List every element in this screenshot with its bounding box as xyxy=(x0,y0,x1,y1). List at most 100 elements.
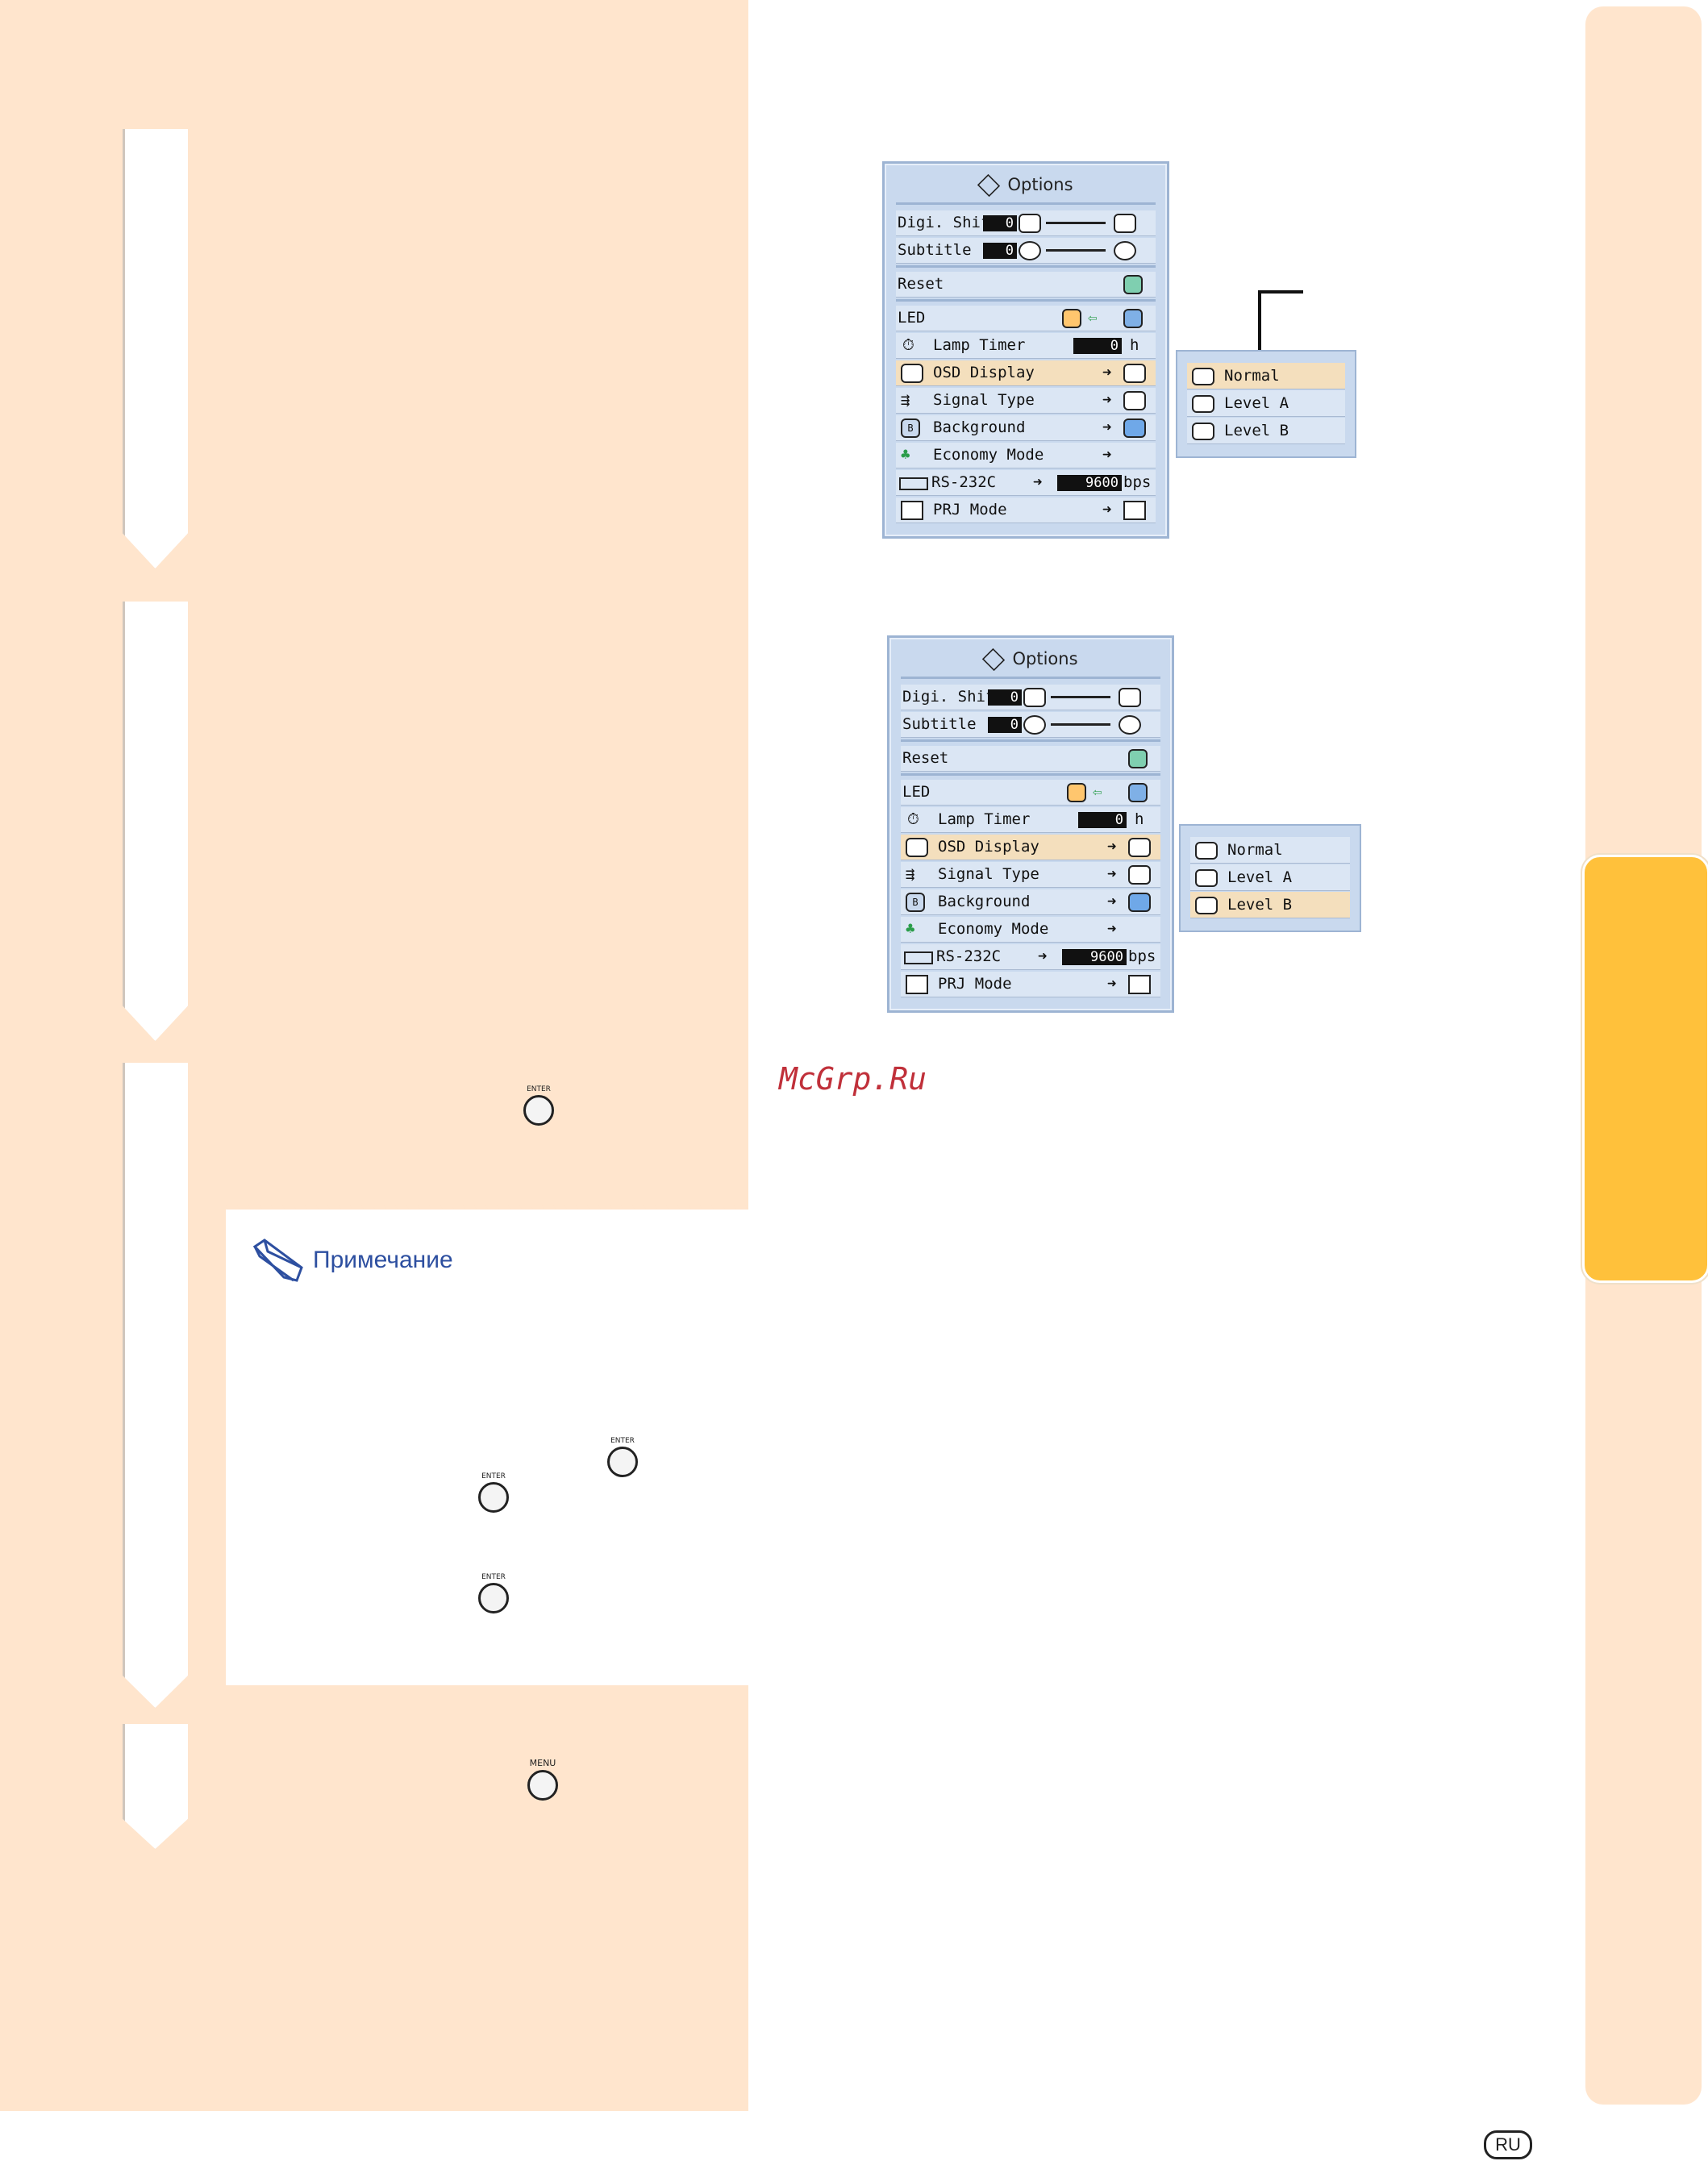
signal-type-row[interactable]: ⇶ Signal Type ➜ xyxy=(896,388,1156,414)
options-icon xyxy=(982,647,1006,672)
enter-button-icon-4: ENTER xyxy=(473,1573,514,1630)
timer-icon: ⏱ xyxy=(907,810,919,828)
subtitle-row[interactable]: Subtitle 0 xyxy=(896,238,1156,264)
digi-shift-right-icon xyxy=(1119,688,1141,707)
arrow-right-icon: ➜ xyxy=(1102,391,1112,409)
normal-icon xyxy=(1195,842,1218,860)
timer-icon: ⏱ xyxy=(902,336,914,354)
digi-shift-slider[interactable] xyxy=(1051,696,1110,698)
side-chapter-tab-active xyxy=(1582,855,1708,1283)
subtitle-right-icon xyxy=(1119,715,1141,735)
background-row[interactable]: B Background ➜ xyxy=(896,415,1156,441)
subtitle-left-icon xyxy=(1019,241,1041,260)
subtitle-row[interactable]: Subtitle 0 xyxy=(901,712,1160,738)
step-tab-1 xyxy=(123,129,188,568)
enter-button-icon-3: ENTER xyxy=(473,1472,514,1529)
signal-value-icon xyxy=(1128,865,1151,885)
reset-row[interactable]: Reset xyxy=(896,272,1156,298)
prj-mode-row[interactable]: PRJ Mode ➜ xyxy=(901,972,1160,997)
led-on-icon xyxy=(1062,309,1081,328)
enter-icon xyxy=(523,1095,554,1126)
economy-mode-row[interactable]: ♣ Economy Mode ➜ xyxy=(896,443,1156,468)
prj-mode-row[interactable]: PRJ Mode ➜ xyxy=(896,498,1156,523)
note-title: Примечание xyxy=(313,1247,453,1273)
enter-button-icon-1: ENTER xyxy=(519,1085,559,1142)
enter-icon xyxy=(478,1482,509,1513)
background-value-icon xyxy=(1128,893,1151,912)
callout-line xyxy=(1258,290,1303,355)
arrow-left-icon: ⇦ xyxy=(1093,783,1102,801)
level-a-icon xyxy=(1192,395,1214,413)
rs232c-port-icon xyxy=(904,951,933,964)
economy-mode-row[interactable]: ♣ Economy Mode ➜ xyxy=(901,917,1160,943)
signal-icon: ⇶ xyxy=(906,865,915,883)
osd-display-row[interactable]: OSD Display ➜ xyxy=(901,835,1160,860)
watermark-text: McGrp.Ru xyxy=(779,1061,927,1097)
enter-button-icon-2: ENTER xyxy=(602,1437,643,1493)
digi-shift-value: 0 xyxy=(983,215,1017,231)
popup-option-normal[interactable]: Normal xyxy=(1190,837,1350,864)
lamp-timer-row: ⏱ Lamp Timer 0 h xyxy=(896,333,1156,359)
subtitle-slider[interactable] xyxy=(1051,723,1110,726)
menu-button-icon: MENU xyxy=(523,1758,563,1814)
enter-label: ENTER xyxy=(481,1472,506,1480)
popup-option-level-a[interactable]: Level A xyxy=(1187,390,1345,417)
options-menu-title: Options xyxy=(885,169,1167,201)
arrow-right-icon: ➜ xyxy=(1102,418,1112,436)
reset-row[interactable]: Reset xyxy=(901,746,1160,772)
leaf-icon: ♣ xyxy=(901,446,910,464)
led-row[interactable]: LED ⇦ xyxy=(896,306,1156,331)
digi-shift-row[interactable]: Digi. Shift 0 xyxy=(901,685,1160,710)
prj-mode-icon xyxy=(901,501,923,520)
osd-display-row[interactable]: OSD Display ➜ xyxy=(896,360,1156,386)
leaf-icon: ♣ xyxy=(906,920,915,938)
prj-mode-value-icon xyxy=(1128,975,1151,994)
digi-shift-slider[interactable] xyxy=(1046,222,1106,224)
popup-option-normal[interactable]: Normal xyxy=(1187,363,1345,389)
background-row[interactable]: B Background ➜ xyxy=(901,889,1160,915)
arrow-left-icon: ⇦ xyxy=(1088,309,1098,327)
normal-icon xyxy=(1192,368,1214,385)
led-row[interactable]: LED ⇦ xyxy=(901,780,1160,806)
rs232c-port-icon xyxy=(899,477,928,490)
enter-label: ENTER xyxy=(481,1573,506,1581)
arrow-right-icon: ➜ xyxy=(1038,947,1048,965)
signal-type-row[interactable]: ⇶ Signal Type ➜ xyxy=(901,862,1160,888)
left-column-background xyxy=(0,0,748,2111)
background-b-icon: B xyxy=(901,418,920,438)
digi-shift-left-icon xyxy=(1019,214,1041,233)
background-b-icon: B xyxy=(906,893,925,912)
subtitle-slider[interactable] xyxy=(1046,249,1106,252)
rs232c-value: 9600 xyxy=(1057,475,1122,491)
language-badge: RU xyxy=(1484,2130,1532,2159)
options-icon xyxy=(977,173,1001,198)
popup-option-level-a[interactable]: Level A xyxy=(1190,864,1350,891)
digi-shift-left-icon xyxy=(1023,688,1046,707)
led-off-icon xyxy=(1123,309,1143,328)
lamp-timer-row: ⏱ Lamp Timer 0 h xyxy=(901,807,1160,833)
popup-option-level-b[interactable]: Level B xyxy=(1190,892,1350,918)
rs232c-row[interactable]: RS-232C ➜ 9600 bps xyxy=(896,470,1156,496)
level-a-icon xyxy=(1195,869,1218,887)
lamp-timer-value: 0 xyxy=(1073,338,1122,354)
menu-icon xyxy=(527,1770,558,1801)
arrow-right-icon: ➜ xyxy=(1102,446,1112,464)
enter-label: ENTER xyxy=(527,1085,551,1093)
menu-label: MENU xyxy=(529,1758,556,1768)
enter-icon xyxy=(478,1583,509,1613)
arrow-right-icon: ➜ xyxy=(1107,893,1117,910)
reset-icon xyxy=(1128,749,1148,768)
step-tab-4 xyxy=(123,1724,188,1849)
subtitle-right-icon xyxy=(1114,241,1136,260)
osd-display-popup-2: Normal Level A Level B xyxy=(1179,824,1361,932)
rs232c-row[interactable]: RS-232C ➜ 9600 bps xyxy=(901,944,1160,970)
reset-icon xyxy=(1123,275,1143,294)
subtitle-left-icon xyxy=(1023,715,1046,735)
level-b-icon xyxy=(1192,423,1214,440)
rs232c-value: 9600 xyxy=(1062,949,1127,965)
digi-shift-row[interactable]: Digi. Shift 0 xyxy=(896,210,1156,236)
popup-option-level-b[interactable]: Level B xyxy=(1187,418,1345,444)
options-menu-2: Options Digi. Shift 0 Subtitle 0 Reset L… xyxy=(887,635,1174,1013)
osd-display-icon xyxy=(901,364,923,383)
subtitle-value: 0 xyxy=(988,717,1022,733)
